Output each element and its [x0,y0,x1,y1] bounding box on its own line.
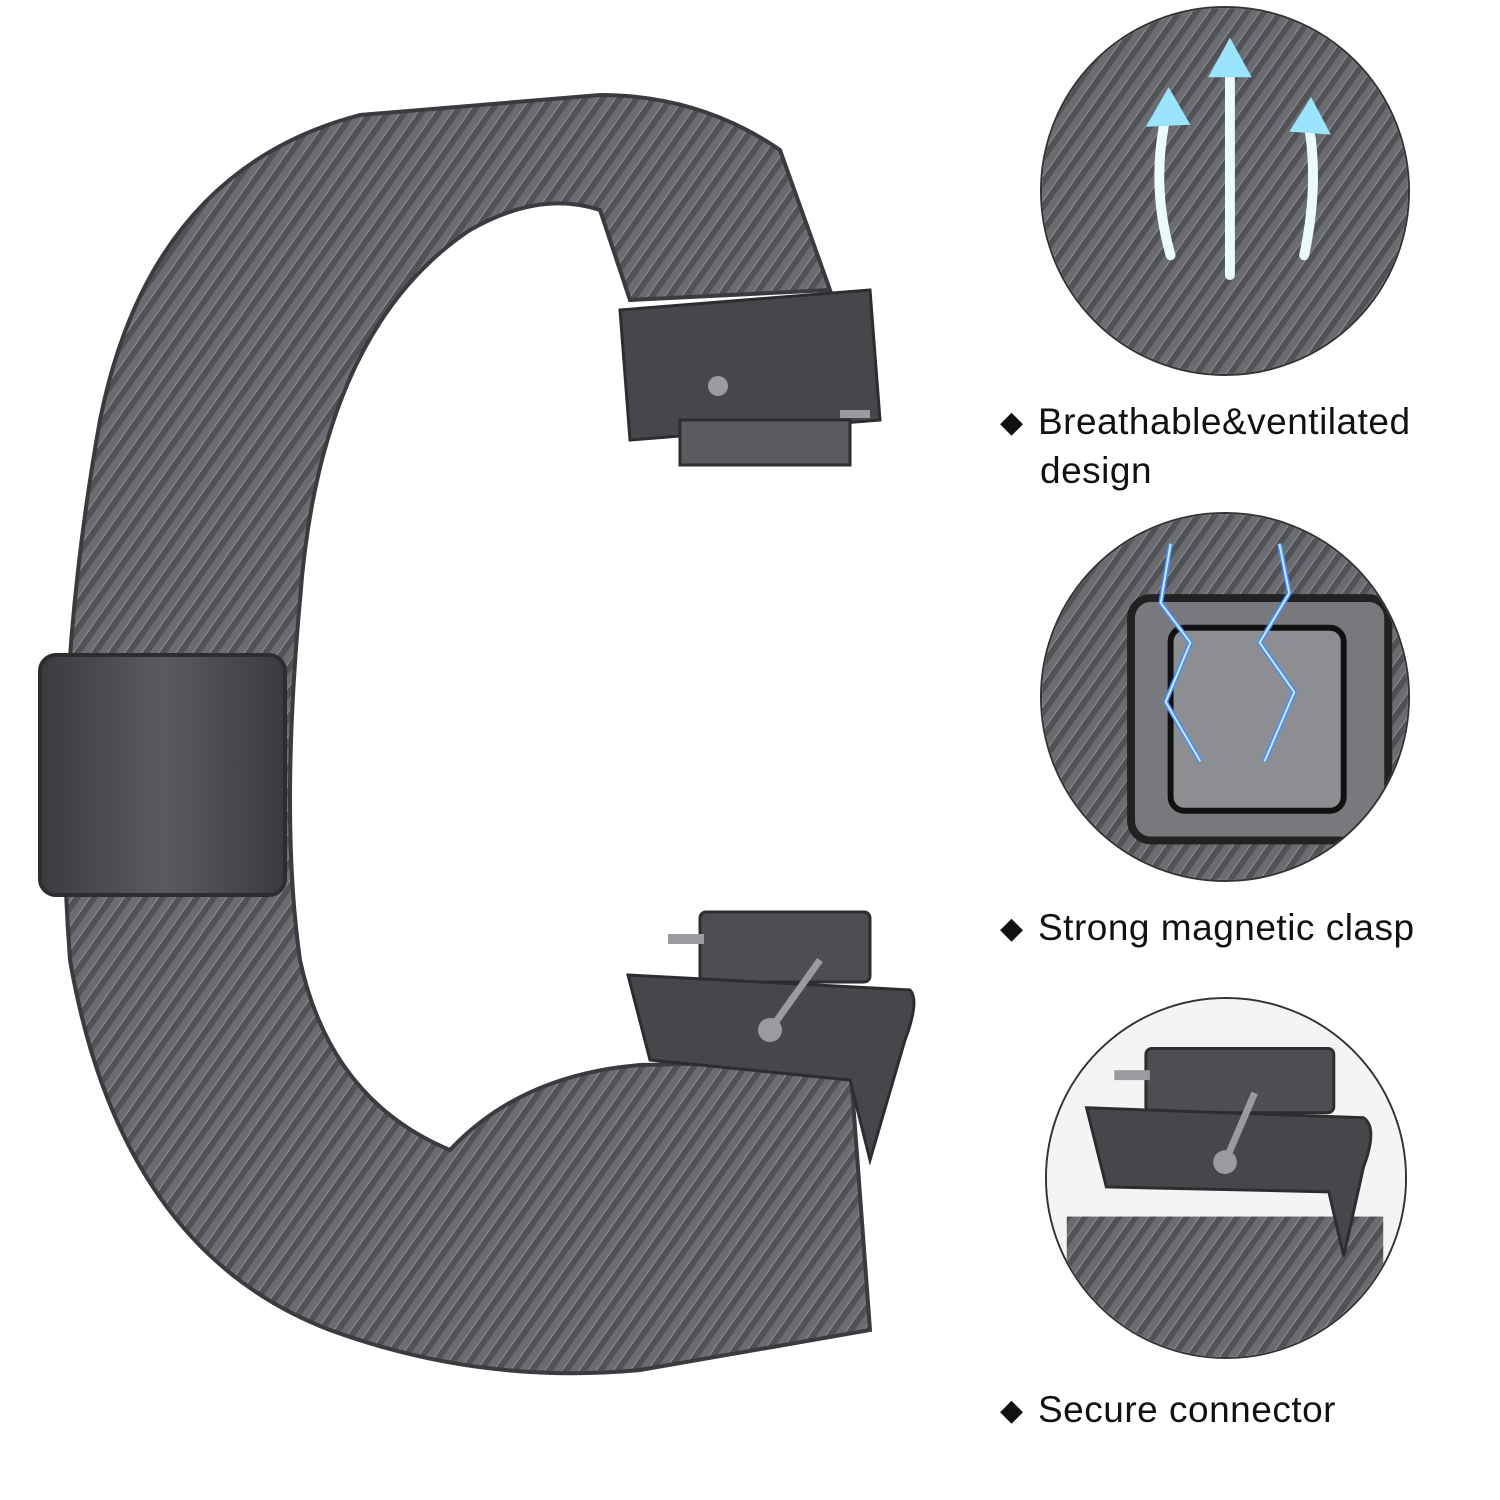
breathable-detail-circle [1040,6,1410,376]
lightning-icon [1042,514,1408,880]
feature-caption-magnetic: ◆Strong magnetic clasp [1000,904,1415,953]
top-connector [618,288,882,467]
feature-caption-breathable: ◆Breathable&ventilated design [1000,401,1411,491]
airflow-arrows-icon [1042,8,1408,374]
mesh-band-illustration [38,92,916,1376]
bullet-icon: ◆ [1000,912,1024,945]
bottom-connector [626,910,916,1166]
bullet-icon: ◆ [1000,1394,1024,1427]
connector-detail-circle [1045,997,1407,1359]
magnetic-clasp-detail-circle [1040,512,1410,882]
magnetic-clasp [38,653,287,897]
feature-caption-connector: ◆Secure connector [1000,1386,1336,1435]
bullet-icon: ◆ [1000,406,1024,439]
connector-pin-icon [1047,999,1405,1357]
band-strap [62,92,873,1376]
